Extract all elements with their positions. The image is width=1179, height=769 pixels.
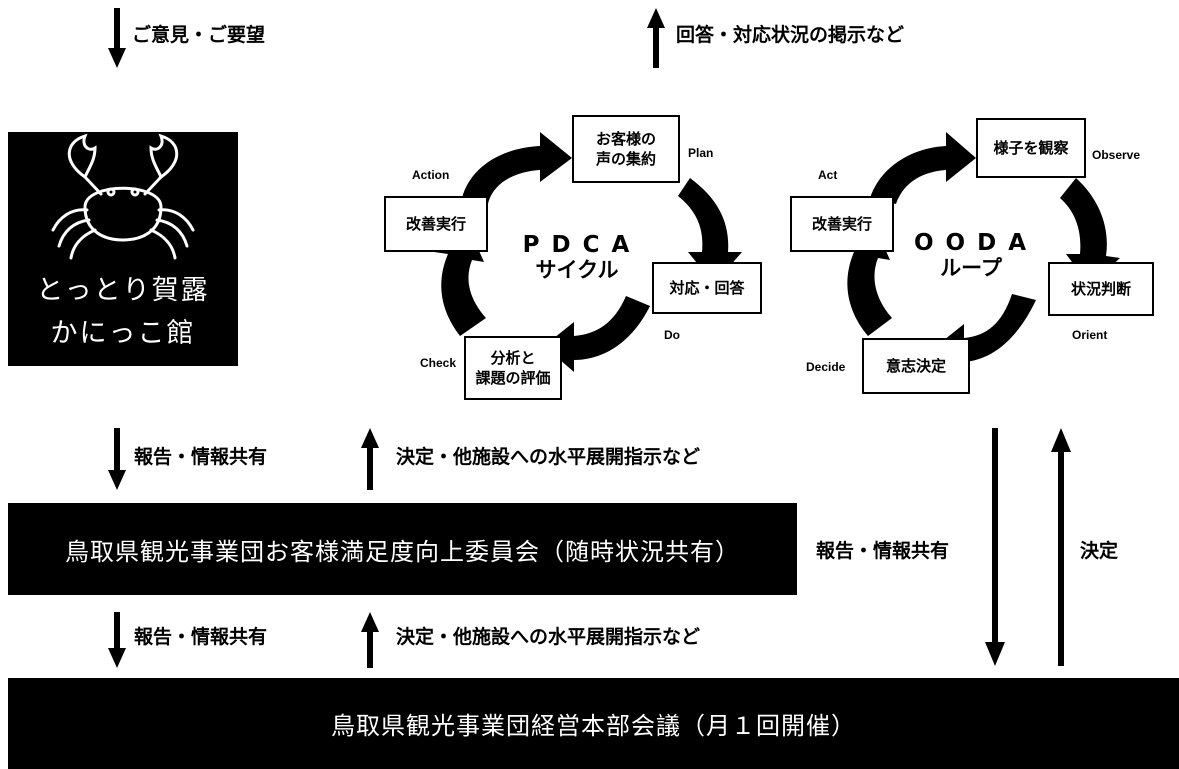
ooda-orient-label: Orient	[1072, 328, 1108, 342]
up-arrow-lower	[361, 612, 379, 668]
pdca-plan-label: Plan	[688, 146, 714, 160]
down-arrow-top	[108, 8, 126, 68]
ooda-act-box: 改善実行	[790, 196, 894, 252]
hq-label: 鳥取県観光事業団経営本部会議（月１回開催）	[331, 712, 856, 740]
ooda-observe-box: 様子を観察	[976, 118, 1086, 178]
lower-down-label: 報告・情報共有	[134, 626, 268, 648]
ooda-title-line2: ループ	[940, 256, 1002, 281]
pdca-action-label: Action	[412, 168, 450, 182]
up-arrow-mid	[361, 428, 379, 490]
down-arrow-lower	[108, 612, 126, 668]
crab-icon	[51, 133, 195, 260]
pdca-check-label: Check	[420, 356, 457, 370]
logo-box: とっとり賀露 かにっこ館	[8, 132, 238, 366]
ooda-decide-label: Decide	[806, 360, 846, 374]
pdca-action-box: 改善実行	[384, 196, 488, 252]
down-arrow-mid	[108, 428, 126, 490]
hq-box: 鳥取県観光事業団経営本部会議（月１回開催）	[8, 678, 1179, 769]
pdca-title-line2: サイクル	[535, 258, 619, 283]
mid-up-label: 決定・他施設への水平展開指示など	[396, 446, 701, 468]
pdca-plan-box: お客様の 声の集約	[572, 115, 680, 183]
pdca-title: P D C A サイクル	[512, 232, 642, 283]
ooda-title-line1: O O D A	[913, 230, 1029, 256]
ooda-decide-box: 意志決定	[862, 338, 970, 394]
pdca-do-box: 対応・回答	[652, 262, 762, 314]
pdca-check-box: 分析と 課題の評価	[464, 336, 562, 400]
logo-line1: とっとり賀露	[36, 275, 210, 306]
ooda-orient-box: 状況判断	[1048, 262, 1154, 316]
ooda-act-label: Act	[818, 168, 838, 182]
top-down-label: ご意見・ご要望	[132, 24, 266, 46]
pdca-title-line1: P D C A	[522, 232, 632, 258]
side-down-label: 報告・情報共有	[816, 540, 950, 562]
top-up-label: 回答・対応状況の掲示など	[676, 24, 905, 46]
pdca-do-label: Do	[664, 328, 680, 342]
ooda-observe-label: Observe	[1092, 148, 1141, 162]
committee-label: 鳥取県観光事業団お客様満足度向上委員会（随時状況共有）	[65, 537, 740, 566]
logo-line2: かにっこ館	[50, 318, 196, 349]
down-arrow-side	[985, 428, 1005, 666]
up-arrow-side	[1051, 428, 1071, 666]
ooda-title: O O D A ループ	[906, 230, 1036, 281]
mid-down-label: 報告・情報共有	[134, 446, 268, 468]
side-up-label: 決定	[1080, 540, 1119, 562]
committee-box: 鳥取県観光事業団お客様満足度向上委員会（随時状況共有）	[8, 503, 797, 595]
up-arrow-top	[647, 8, 665, 68]
lower-up-label: 決定・他施設への水平展開指示など	[396, 626, 701, 648]
